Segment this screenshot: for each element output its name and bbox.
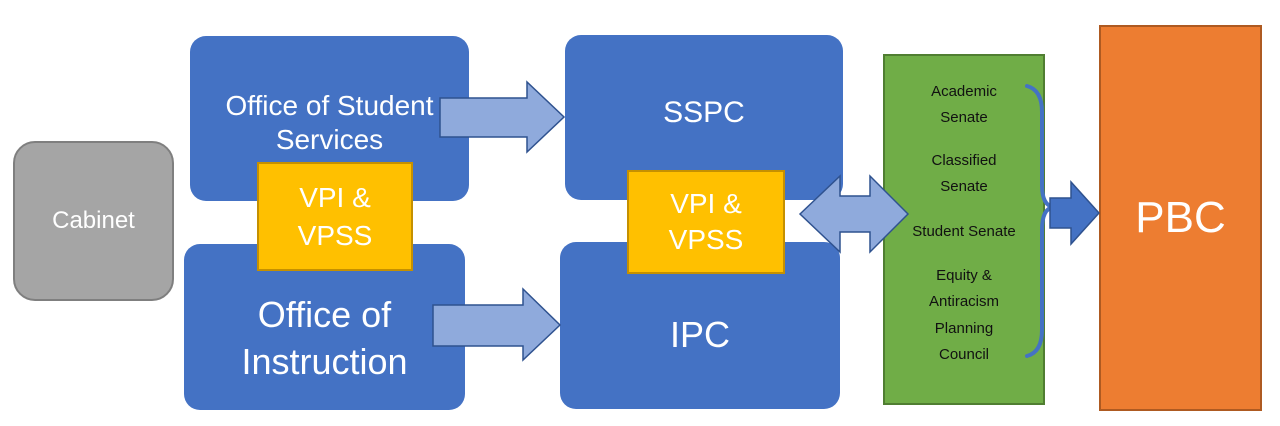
vpi-vpss-box-right: VPI & VPSS [627, 170, 785, 274]
pbc-box: PBC [1099, 25, 1262, 411]
office-instruction-label-line2: Instruction [241, 341, 408, 382]
arrow-senates-to-pbc [1049, 180, 1101, 246]
senate-classified: Classified Senate [885, 148, 1043, 201]
senate-student: Student Senate [881, 219, 1047, 245]
vpi-vpss-right-line2: VPSS [668, 224, 744, 255]
senate-classified-line1: Classified [931, 152, 997, 169]
senate-academic: Academic Senate [885, 79, 1043, 132]
vpi-vpss-right-line1: VPI & [670, 187, 742, 219]
senate-equity-line2: Antiracism [928, 293, 999, 311]
senate-academic-line1: Academic [931, 83, 997, 100]
vpi-vpss-box-left: VPI & VPSS [257, 162, 413, 271]
vpi-vpss-left-line2: VPSS [297, 219, 373, 251]
cabinet-box: Cabinet [13, 141, 174, 301]
sspc-label: SSPC [663, 95, 745, 129]
pbc-label: PBC [1135, 193, 1226, 242]
office-instruction-box: Office of Instruction [184, 244, 465, 410]
senates-box: Academic Senate Classified Senate Studen… [883, 54, 1045, 405]
ipc-label: IPC [669, 313, 730, 355]
senate-equity-line4: Council [938, 345, 990, 363]
senate-academic-line2: Senate [940, 109, 988, 127]
arrow-oss-to-sspc [439, 80, 566, 154]
office-student-services-label-line2: Services [275, 123, 384, 155]
office-student-services-box: Office of Student Services [190, 36, 469, 201]
senate-classified-line2: Senate [940, 178, 988, 196]
office-instruction-label-line1: Office of [257, 294, 392, 336]
vpi-vpss-left-line1: VPI & [299, 181, 371, 213]
senate-equity-line3: Planning [934, 319, 994, 337]
senate-student-label: Student Senate [912, 223, 1016, 240]
double-arrow-vpi-senates [798, 174, 910, 254]
office-student-services-label-line1: Office of Student [225, 89, 434, 121]
arrow-ooi-to-ipc [432, 287, 562, 362]
senate-equity: Equity & Antiracism Planning Council [885, 263, 1043, 368]
senate-equity-line1: Equity & [936, 267, 992, 284]
cabinet-label: Cabinet [52, 207, 135, 234]
